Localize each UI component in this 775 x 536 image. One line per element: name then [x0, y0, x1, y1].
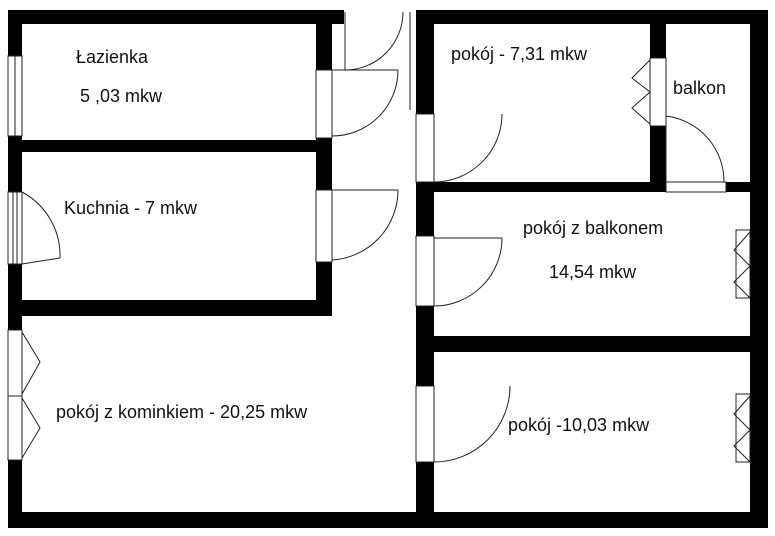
window-kitchen	[7, 191, 23, 265]
balcony-door	[665, 115, 725, 183]
outer-wall-right	[750, 10, 768, 528]
kitchen-label: Kuchnia - 7 mkw	[64, 198, 198, 218]
outer-wall-top-right	[416, 10, 768, 24]
openings	[8, 10, 750, 462]
room-medium-label: pokój -10,03 mkw	[508, 415, 650, 435]
wall-kitchen-bottom	[8, 300, 332, 316]
door-swings	[21, 11, 751, 463]
living-window-swings	[21, 331, 41, 459]
wall-room-small-bottom	[416, 182, 768, 192]
room-fireplace-label: pokój z kominkiem - 20,25 mkw	[56, 402, 308, 422]
bathroom-door	[331, 69, 399, 137]
outer-wall-top-left	[8, 10, 344, 24]
wall-bathroom-right	[316, 10, 332, 316]
right-window-swings	[733, 231, 751, 463]
balcony-label: balkon	[673, 78, 727, 98]
wall-bathroom-kitchen	[22, 140, 332, 152]
entrance-door	[344, 11, 411, 110]
room-balcony-area: 14,54 mkw	[549, 262, 637, 282]
wall-room-balcony-bottom	[416, 336, 768, 352]
room-small-door	[433, 113, 503, 183]
outer-wall-bottom	[8, 512, 768, 528]
kitchen-window-swing	[21, 191, 61, 265]
room-balcony-name: pokój z balkonem	[523, 218, 664, 238]
room-balcony-door	[433, 237, 503, 307]
bathroom-area: 5 ,03 mkw	[80, 86, 163, 106]
room-medium-door	[433, 385, 511, 463]
kitchen-door	[331, 189, 399, 261]
bathroom-name: Łazienka	[76, 47, 149, 67]
room-small-label: pokój - 7,31 mkw	[451, 44, 588, 64]
room-small-window-swing	[631, 59, 651, 125]
